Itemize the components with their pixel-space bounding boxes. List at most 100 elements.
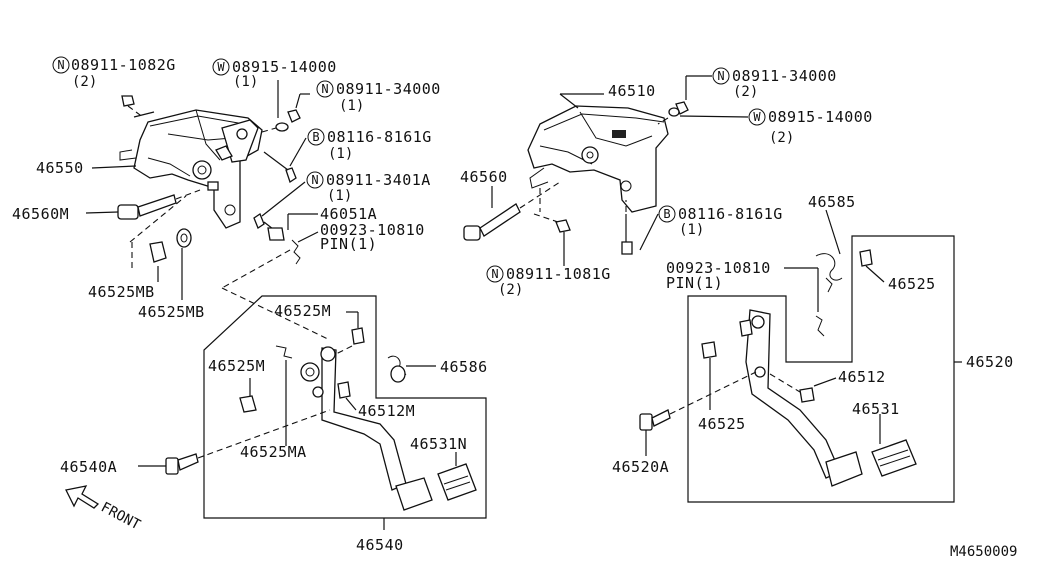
bracket-46550: [119, 109, 263, 229]
callout-b-08116-8161g-right: B 08116-8161G (1): [658, 205, 782, 238]
callout-n-08911-1081g: N 08911-1081G (2): [486, 265, 611, 298]
label-46525mb-1: 46525MB: [88, 283, 155, 301]
label-46512: 46512: [838, 368, 886, 386]
callout-w-08915-14000-left: W 08915-14000 (1): [212, 58, 337, 90]
pedal-pad-rubber-46531: [871, 439, 917, 477]
label-46540: 46540: [356, 536, 404, 554]
fastener-code: 08911-1082G: [71, 56, 176, 74]
leader-line: [85, 211, 119, 214]
clutch-pedal-box: [203, 295, 487, 519]
label-46525m-left: 46525M: [208, 357, 265, 375]
fastener-qty: (2): [733, 84, 758, 100]
washer-prefix-icon: [212, 58, 230, 76]
callout-b-08116-8161g-left: B 08116-8161G (1): [307, 128, 432, 162]
fastener-code: 08915-14000: [768, 108, 873, 126]
leader-line: [825, 209, 841, 255]
label-pin-right-text: PIN(1): [666, 274, 723, 292]
prefix-letter: N: [717, 69, 724, 83]
nut-prefix-icon: [306, 171, 324, 189]
label-46560: 46560: [460, 168, 508, 186]
fastener-code: 08116-8161G: [327, 128, 432, 146]
nut-prefix-icon: [486, 265, 504, 283]
bushing-icon: [859, 249, 873, 267]
nut-prefix-icon: [712, 67, 730, 85]
washer-icon: [668, 107, 680, 117]
stopper-icon: [799, 387, 815, 403]
fastener-qty: (1): [328, 146, 353, 162]
label-46512m: 46512M: [358, 402, 415, 420]
bolt-46540a: [165, 409, 331, 475]
label-46520a: 46520A: [612, 458, 669, 476]
fastener-qty: (1): [327, 188, 352, 204]
label-46520: 46520: [966, 353, 1014, 371]
prefix-letter: N: [321, 82, 328, 96]
label-46525-right: 46525: [888, 275, 936, 293]
stud-bolt: [133, 111, 155, 118]
label-46510: 46510: [608, 82, 656, 100]
label-46531: 46531: [852, 400, 900, 418]
fastener-code: 08911-1081G: [506, 265, 611, 283]
bolt-46560: [463, 181, 561, 241]
pedal-pad-rubber-46531n: [437, 463, 477, 501]
fastener-qty: (1): [679, 222, 704, 238]
bushing-ring-icon: [176, 228, 192, 248]
nut-prefix-icon: [52, 56, 70, 74]
bushing-icon: [149, 241, 167, 263]
brake-pedal-46520: [745, 309, 863, 487]
stopper-icon: [337, 381, 351, 399]
bushing-icon: [701, 341, 717, 359]
label-46531n: 46531N: [410, 435, 467, 453]
label-46586: 46586: [440, 358, 488, 376]
bolt-prefix-icon: [307, 128, 325, 146]
label-46550: 46550: [36, 159, 84, 177]
diagram-code: M4650009: [950, 544, 1017, 560]
callout-n-08911-34000-right: N 08911-34000 (2): [712, 67, 836, 100]
leader-line: [261, 181, 306, 217]
clutch-pedal-46540: [300, 346, 433, 511]
prefix-letter: W: [753, 110, 761, 124]
label-pin-left-text: PIN(1): [320, 235, 377, 253]
pin-icon: [815, 315, 825, 337]
leader-line: [559, 93, 579, 109]
callout-w-08915-14000-right: W 08915-14000 (2): [748, 108, 873, 146]
leader-line: [345, 397, 357, 411]
front-label: FRONT: [98, 499, 143, 533]
leader-line: [91, 165, 137, 169]
fastener-qty: (2): [498, 282, 523, 298]
bushing-icon: [351, 327, 365, 345]
prefix-letter: W: [217, 60, 225, 74]
prefix-letter: N: [491, 267, 498, 281]
bushing-hole: [192, 160, 212, 180]
bolt-icon: [267, 227, 285, 241]
fastener-qty: (2): [72, 74, 97, 90]
pin-icon: [291, 239, 301, 265]
clip-icon: [275, 345, 293, 359]
callout-n-08911-34000-left: N 08911-34000 (1): [316, 80, 441, 114]
fastener-code: 08911-34000: [336, 80, 441, 98]
label-46585: 46585: [808, 193, 856, 211]
nut-icon: [555, 219, 571, 233]
leader-dashed: [127, 105, 145, 119]
label-46525ma: 46525MA: [240, 443, 307, 461]
pedal-pad: [395, 477, 433, 511]
prefix-letter: B: [663, 207, 670, 221]
washer-prefix-icon: [748, 108, 766, 126]
bushing-icon: [239, 395, 257, 413]
fastener-code: 08915-14000: [232, 58, 337, 76]
callout-n-08911-3401a: N 08911-3401A (1): [306, 171, 431, 204]
leader-line: [289, 137, 307, 167]
spring-46586: [387, 355, 407, 383]
bolt-icon: [621, 241, 633, 255]
front-arrow-icon: [65, 485, 100, 509]
washer-icon: [275, 122, 289, 132]
leader-line: [813, 377, 837, 387]
callout-n-08911-1082g: N 08911-1082G (2): [52, 56, 176, 90]
leader-line: [297, 231, 319, 243]
fastener-qty: (1): [233, 74, 258, 90]
bolt-prefix-icon: [658, 205, 676, 223]
nut-prefix-icon: [316, 80, 334, 98]
brake-pedal-box: [687, 235, 955, 503]
fastener-code: 08911-3401A: [326, 171, 431, 189]
nut-icon: [287, 109, 301, 123]
